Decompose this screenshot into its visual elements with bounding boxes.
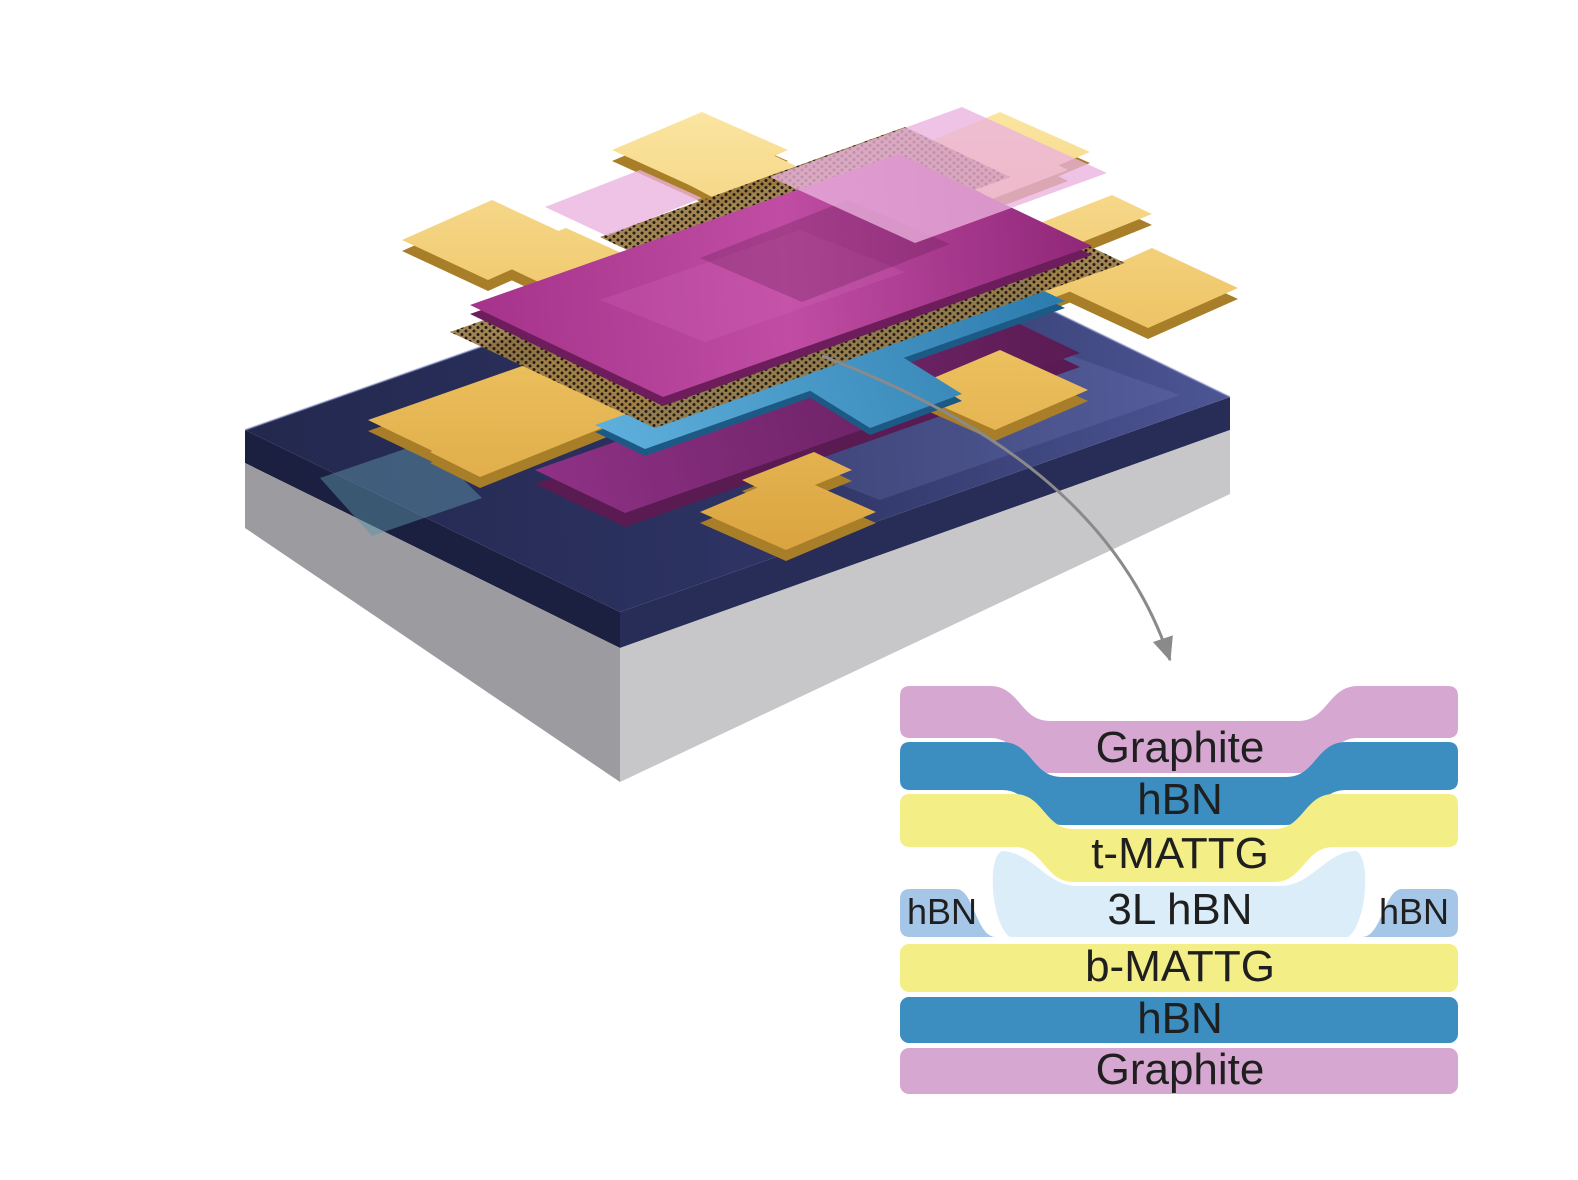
oxide-edge-right	[620, 397, 1230, 648]
callout-arrow	[821, 354, 1173, 662]
substrate-side-right	[620, 430, 1230, 782]
side-block-hbn-right	[1362, 889, 1458, 937]
label-top-graphite: Graphite	[1096, 723, 1265, 772]
layer-t-mattg	[900, 794, 1458, 882]
label-top-hbn: hBN	[1137, 775, 1223, 824]
label-bottom-hbn: hBN	[1137, 994, 1223, 1043]
label-t-mattg: t-MATTG	[1091, 829, 1269, 878]
substrate-side-left	[245, 463, 620, 782]
label-bottom-graphite: Graphite	[1096, 1045, 1265, 1094]
layer-bottom-graphite	[900, 1048, 1458, 1094]
pink-flake-top-left	[545, 170, 702, 236]
side-block-hbn-left	[900, 889, 996, 937]
layer-stack-diagram: Graphite hBN t-MATTG 3L hBN hBN hBN b-MA…	[900, 686, 1458, 1094]
label-side-hbn-left: hBN	[907, 891, 977, 932]
layer-3l-hbn	[992, 851, 1366, 937]
layer-top-graphite	[900, 686, 1458, 773]
pink-hbn-flakes	[545, 107, 1107, 243]
layer-b-mattg	[900, 944, 1458, 992]
top-gate-highlight	[600, 230, 905, 342]
device-render	[244, 107, 1238, 782]
layer-bottom-hbn	[900, 997, 1458, 1043]
label-b-mattg: b-MATTG	[1085, 942, 1275, 991]
label-side-hbn-right: hBN	[1379, 891, 1449, 932]
pink-flake-top-right	[770, 107, 1107, 243]
label-3l-hbn: 3L hBN	[1107, 885, 1252, 934]
